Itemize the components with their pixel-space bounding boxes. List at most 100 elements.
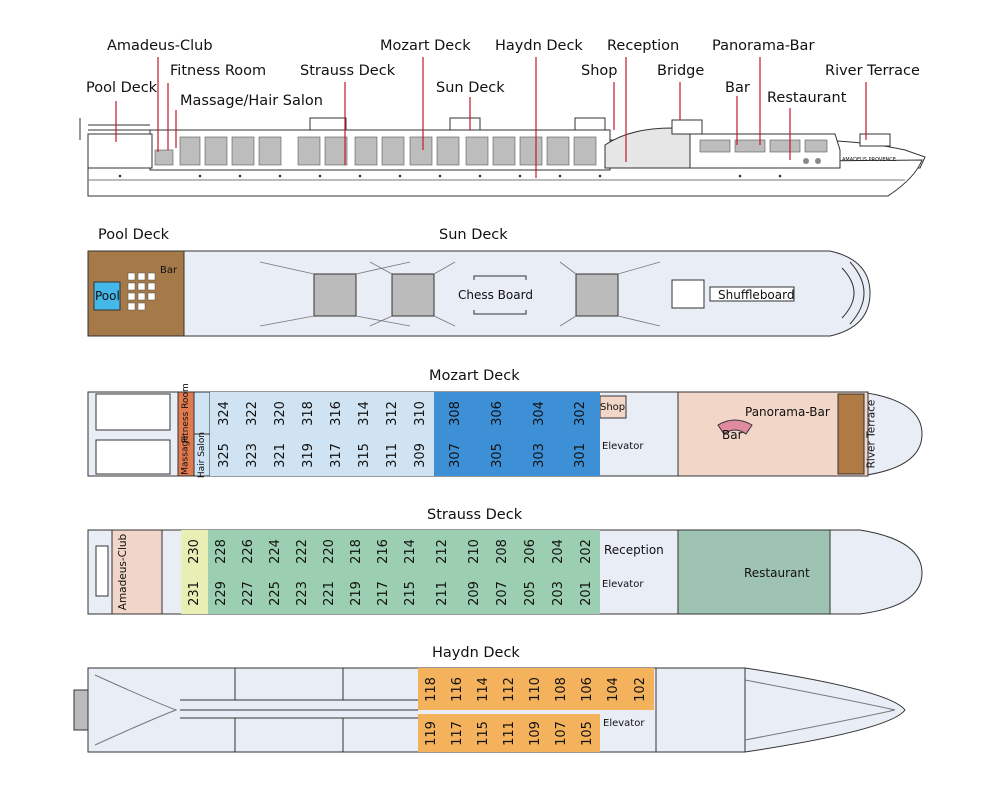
cabin-104[interactable]: 104	[600, 668, 626, 710]
callout-mozart-deck: Mozart Deck	[380, 38, 471, 54]
callout-river-terrace: River Terrace	[825, 63, 920, 79]
cabin-223[interactable]: 223	[289, 572, 316, 614]
cabin-108[interactable]: 108	[548, 668, 574, 710]
cabin-109[interactable]: 109	[522, 714, 548, 752]
cabin-106[interactable]: 106	[574, 668, 600, 710]
callout-haydn-deck: Haydn Deck	[495, 38, 583, 54]
cabin-228[interactable]: 228	[208, 530, 235, 572]
cabin-207[interactable]: 207	[488, 572, 516, 614]
cabin-315[interactable]: 315	[350, 434, 378, 476]
callout-lines	[115, 57, 867, 178]
cabin-222[interactable]: 222	[289, 530, 316, 572]
cabin-319[interactable]: 319	[294, 434, 322, 476]
cabin-318[interactable]: 318	[294, 392, 322, 434]
cabin-203[interactable]: 203	[544, 572, 572, 614]
callout-bridge: Bridge	[657, 63, 705, 79]
strauss-elevator-label: Elevator	[602, 579, 644, 590]
pool-label: Pool	[95, 289, 120, 303]
cabin-204[interactable]: 204	[544, 530, 572, 572]
cabin-309[interactable]: 309	[406, 434, 434, 476]
callout-pool-deck: Pool Deck	[86, 80, 158, 96]
cabin-210[interactable]: 210	[460, 530, 488, 572]
cabin-117[interactable]: 117	[444, 714, 470, 752]
reception-label: Reception	[604, 543, 664, 557]
cabin-224[interactable]: 224	[262, 530, 289, 572]
cabin-306[interactable]: 306	[476, 392, 518, 434]
cabin-310[interactable]: 310	[406, 392, 434, 434]
cabin-316[interactable]: 316	[322, 392, 350, 434]
haydn-deck-title: Haydn Deck	[432, 645, 520, 661]
cabin-215[interactable]: 215	[397, 572, 424, 614]
cabin-208[interactable]: 208	[488, 530, 516, 572]
cabin-115[interactable]: 115	[470, 714, 496, 752]
cabin-202[interactable]: 202	[572, 530, 600, 572]
cabin-211[interactable]: 211	[424, 572, 460, 614]
strauss-deck-title: Strauss Deck	[427, 507, 523, 523]
cabin-312[interactable]: 312	[378, 392, 406, 434]
cabin-321[interactable]: 321	[266, 434, 294, 476]
callout-sun-deck: Sun Deck	[436, 80, 505, 96]
chess-board-label: Chess Board	[458, 288, 533, 302]
cabin-324[interactable]: 324	[210, 392, 238, 434]
river-terrace-label: River Terrace	[865, 399, 877, 469]
cabin-209[interactable]: 209	[460, 572, 488, 614]
cabin-314[interactable]: 314	[350, 392, 378, 434]
bar-label: Bar	[722, 428, 743, 442]
haydn-deck-plan	[73, 667, 906, 753]
amadeus-club-label: Amadeus-Club	[117, 533, 130, 611]
cabin-102[interactable]: 102	[626, 668, 654, 710]
cabin-220[interactable]: 220	[316, 530, 343, 572]
shuffleboard-label: Shuffleboard	[718, 288, 795, 302]
cabin-325[interactable]: 325	[210, 434, 238, 476]
cabin-217[interactable]: 217	[370, 572, 397, 614]
cabin-229[interactable]: 229	[208, 572, 235, 614]
cabin-201[interactable]: 201	[572, 572, 600, 614]
cabin-301[interactable]: 301	[560, 434, 600, 476]
hull-name: AMADEUS PROVENCE	[842, 157, 896, 163]
pool-deck-title: Pool Deck	[98, 227, 170, 243]
haydn-elevator-label: Elevator	[603, 718, 645, 729]
cabin-118[interactable]: 118	[418, 668, 444, 710]
cabin-205[interactable]: 205	[516, 572, 544, 614]
cabin-221[interactable]: 221	[316, 572, 343, 614]
cabin-323[interactable]: 323	[238, 434, 266, 476]
cabin-110[interactable]: 110	[522, 668, 548, 710]
cabin-227[interactable]: 227	[235, 572, 262, 614]
cabin-304[interactable]: 304	[518, 392, 560, 434]
restaurant-label: Restaurant	[744, 566, 810, 580]
cabin-322[interactable]: 322	[238, 392, 266, 434]
cabin-218[interactable]: 218	[343, 530, 370, 572]
mozart-elevator-label: Elevator	[602, 441, 644, 452]
cabin-114[interactable]: 114	[470, 668, 496, 710]
cabin-225[interactable]: 225	[262, 572, 289, 614]
hair-salon-label: Hair Salon	[197, 431, 208, 479]
fitness-room-label: Fitness Room	[181, 383, 192, 443]
sun-deck-plan	[87, 250, 871, 337]
ship-profile	[79, 112, 926, 197]
cabin-107[interactable]: 107	[548, 714, 574, 752]
cabin-307[interactable]: 307	[434, 434, 476, 476]
cabin-231[interactable]: 231	[181, 572, 208, 614]
cabin-226[interactable]: 226	[235, 530, 262, 572]
cabin-311[interactable]: 311	[378, 434, 406, 476]
cabin-116[interactable]: 116	[444, 668, 470, 710]
callout-panorama-bar: Panorama-Bar	[712, 38, 815, 54]
panorama-bar-label: Panorama-Bar	[745, 405, 830, 419]
cabin-112[interactable]: 112	[496, 668, 522, 710]
cabin-219[interactable]: 219	[343, 572, 370, 614]
cabin-317[interactable]: 317	[322, 434, 350, 476]
cabin-105[interactable]: 105	[574, 714, 600, 752]
cabin-214[interactable]: 214	[397, 530, 424, 572]
callout-amadeus-club: Amadeus-Club	[107, 38, 213, 54]
cabin-308[interactable]: 308	[434, 392, 476, 434]
cabin-206[interactable]: 206	[516, 530, 544, 572]
cabin-216[interactable]: 216	[370, 530, 397, 572]
cabin-230[interactable]: 230	[181, 530, 208, 572]
cabin-305[interactable]: 305	[476, 434, 518, 476]
cabin-320[interactable]: 320	[266, 392, 294, 434]
cabin-111[interactable]: 111	[496, 714, 522, 752]
cabin-302[interactable]: 302	[560, 392, 600, 434]
cabin-303[interactable]: 303	[518, 434, 560, 476]
cabin-119[interactable]: 119	[418, 714, 444, 752]
cabin-212[interactable]: 212	[424, 530, 460, 572]
